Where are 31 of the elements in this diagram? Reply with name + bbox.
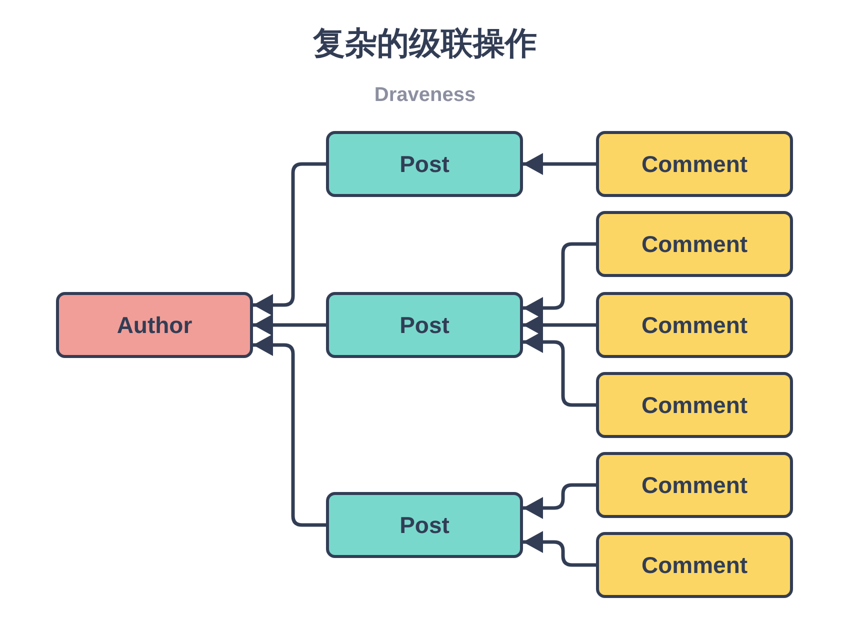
subtitle: Draveness: [374, 84, 476, 107]
arrow: [253, 334, 326, 527]
entity-box: [326, 131, 523, 197]
entity-label: Comment: [641, 150, 748, 178]
entity-label: Comment: [641, 552, 748, 578]
entity-label: Comment: [641, 472, 748, 498]
arrow: [253, 314, 326, 336]
entity-box: [596, 372, 793, 438]
entity-box: [56, 292, 253, 358]
arrow: [253, 162, 326, 316]
entity-box: [596, 211, 793, 277]
entity-box: [596, 292, 793, 358]
entity-label: Post: [400, 312, 450, 338]
entity-box: [596, 131, 793, 197]
entity-box: [326, 292, 523, 358]
entity-label: Post: [400, 512, 450, 538]
entity-label: Comment: [641, 230, 748, 258]
entity-box: [326, 492, 523, 558]
entity-box: [596, 532, 793, 598]
arrow: [523, 531, 596, 567]
arrow: [523, 331, 596, 407]
arrow: [523, 314, 596, 336]
title: 复杂的级联操作: [313, 23, 537, 64]
entity-label: Comment: [641, 312, 748, 338]
entity-label: Author: [116, 312, 192, 338]
entity-label: Post: [400, 150, 450, 178]
entity-label: Comment: [641, 392, 748, 418]
arrow: [523, 153, 596, 175]
entity-box: [596, 452, 793, 518]
arrow: [523, 242, 596, 319]
arrow: [523, 483, 596, 519]
